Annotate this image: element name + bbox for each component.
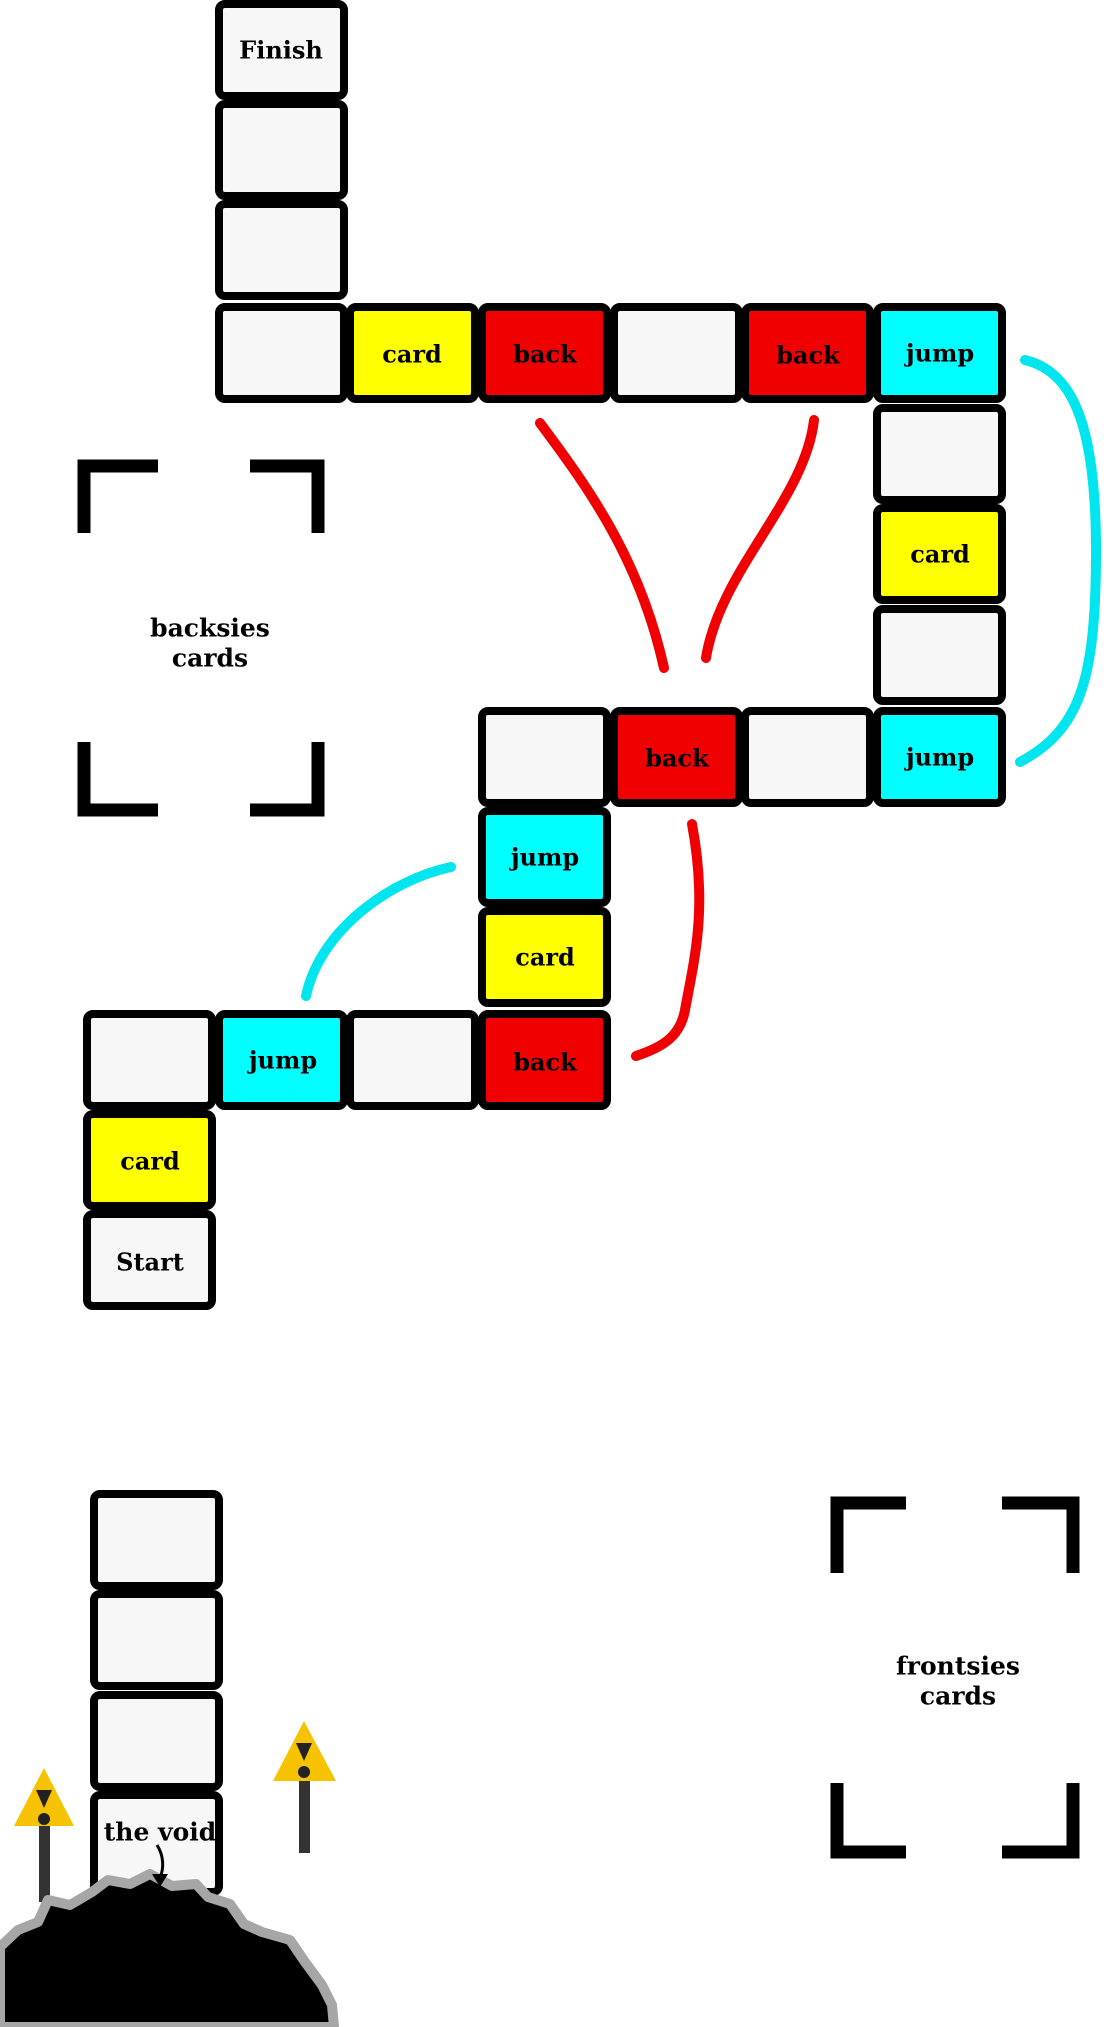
pile-label: cards (172, 644, 248, 673)
connectors (301, 355, 1102, 1061)
back-tile (610, 707, 743, 807)
blank-tile (83, 1010, 216, 1110)
jump-tile (478, 807, 611, 907)
jump-connector-line (301, 862, 456, 1001)
blank-tile (215, 303, 348, 403)
card-tile-label: card (382, 340, 442, 369)
pile-corner-bracket (830, 1783, 906, 1859)
back-tile (478, 1010, 611, 1110)
pile-corner-bracket (1002, 1496, 1080, 1573)
backsies-card-pile: backsies cards (77, 459, 325, 817)
card-tile (478, 907, 611, 1007)
blank-tile (346, 1010, 479, 1110)
back-tile-label: back (645, 744, 710, 773)
blank-tile (610, 303, 743, 403)
void-area: the void (0, 1490, 339, 2027)
blank-tile (90, 1590, 223, 1690)
back-connector-line (631, 819, 705, 1061)
card-tile-label: card (910, 540, 970, 569)
jump-tile (215, 1010, 348, 1110)
card-tile-label: card (120, 1147, 180, 1176)
pile-label: frontsies (896, 1652, 1020, 1681)
card-tile (873, 504, 1006, 604)
finish-tile-label: Finish (239, 36, 323, 65)
back-tile-label: back (513, 1048, 578, 1077)
warning-sign-icon (14, 1768, 74, 1902)
blank-tile (873, 605, 1006, 705)
pit-icon (0, 1869, 339, 2027)
pile-corner-bracket (1002, 1783, 1080, 1859)
pile-corner-bracket (77, 742, 158, 817)
blank-tile (90, 1490, 223, 1590)
pile-corner-bracket (830, 1496, 906, 1573)
blank-tile (478, 707, 611, 807)
back-connector-line (535, 418, 669, 673)
blank-tile (741, 707, 874, 807)
back-connector-line (701, 415, 819, 663)
blank-tile (90, 1691, 223, 1791)
blank-tile (215, 200, 348, 300)
jump-tile-label: jump (509, 843, 579, 872)
pile-label: backsies (150, 614, 270, 643)
finish-tile (215, 0, 348, 100)
jump-tile (873, 707, 1006, 807)
pile-corner-bracket (250, 459, 325, 533)
card-tile (83, 1110, 216, 1210)
warning-sign-icon (273, 1721, 336, 1853)
jump-tile-label: jump (904, 743, 974, 772)
back-tile (478, 303, 611, 403)
frontsies-card-pile: frontsies cards (830, 1496, 1080, 1859)
start-tile (83, 1210, 216, 1310)
void-tile-label: the void (104, 1818, 217, 1847)
back-tile-label: back (513, 340, 578, 369)
board-path: Finish card back back jump card back jum… (83, 0, 1006, 1310)
jump-connector-line (1015, 355, 1102, 767)
pile-corner-bracket (77, 459, 158, 533)
blank-tile (215, 100, 348, 200)
card-tile-label: card (515, 943, 575, 972)
card-tile (346, 303, 479, 403)
jump-tile (873, 303, 1006, 403)
back-tile (741, 303, 874, 403)
pile-corner-bracket (250, 742, 325, 817)
jump-tile-label: jump (904, 339, 974, 368)
pile-label: cards (920, 1682, 996, 1711)
back-tile-label: back (776, 341, 841, 370)
arrow-down-icon (152, 1844, 168, 1887)
start-tile-label: Start (116, 1248, 184, 1277)
blank-tile (873, 404, 1006, 504)
jump-tile-label: jump (247, 1046, 317, 1075)
